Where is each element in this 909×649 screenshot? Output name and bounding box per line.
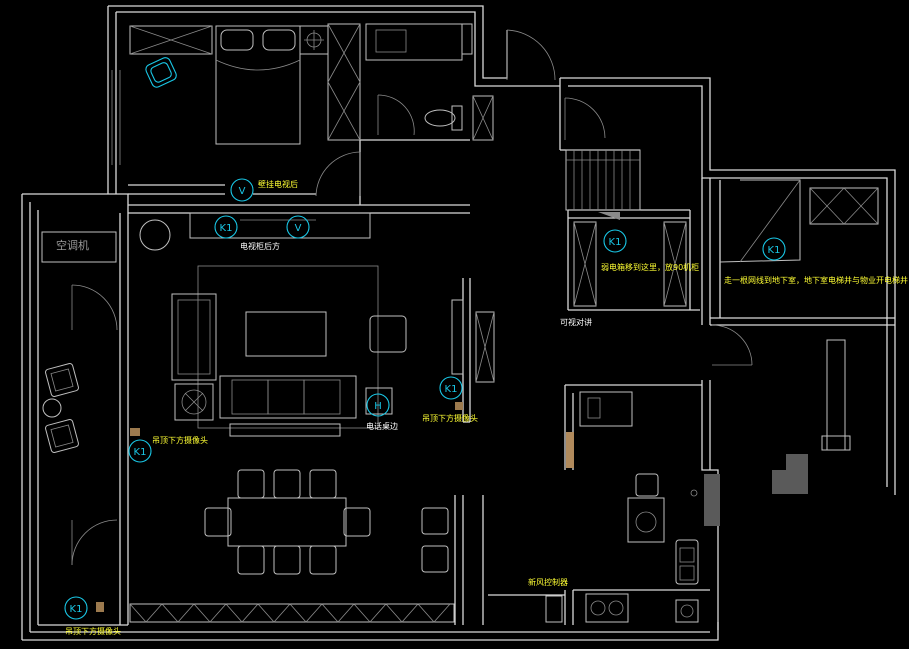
svg-text:K1: K1 xyxy=(445,384,458,395)
ceiling-camera-center-note: 吊顶下方摄像头 xyxy=(422,413,478,423)
svg-text:K1: K1 xyxy=(609,237,622,248)
v-symbol-bedroom: V xyxy=(230,178,254,202)
balcony xyxy=(41,231,117,612)
svg-text:K1: K1 xyxy=(768,245,781,256)
v-symbol-tv: V xyxy=(286,215,310,239)
k1-symbol-balcony: K1 xyxy=(64,596,88,620)
walls xyxy=(21,5,896,641)
intercom-note: 可视对讲 xyxy=(560,317,592,327)
bedroom-furniture xyxy=(111,23,494,165)
k1-symbol-tv: K1 xyxy=(214,215,238,239)
labels: 空调机 壁挂电视后 电视柜后方 电话桌边 吊顶下方摄像头 吊顶下方摄像头 吊顶下… xyxy=(56,179,908,636)
k1-symbol-left: K1 xyxy=(128,439,152,463)
tv-cabinet-back-note: 电视柜后方 xyxy=(240,241,280,251)
stair-cabinet xyxy=(565,149,687,307)
k1-symbol-stair: K1 xyxy=(603,229,627,253)
svg-text:H: H xyxy=(374,401,382,412)
doors xyxy=(71,29,753,566)
svg-text:V: V xyxy=(295,223,302,234)
svg-text:K1: K1 xyxy=(134,447,147,458)
network-note: 走一根网线到地下室，地下室电梯井与物业开电梯井 xyxy=(724,275,908,285)
k1-symbol-right-room: K1 xyxy=(762,237,786,261)
svg-text:K1: K1 xyxy=(220,223,233,234)
phone-side-note: 电话桌边 xyxy=(366,421,398,431)
dining-furniture xyxy=(129,469,455,623)
ac-unit-label: 空调机 xyxy=(56,238,89,252)
symbols: V K1 V K1 K1 K1 H K1 xyxy=(64,178,786,620)
right-room xyxy=(704,179,879,526)
wall-tv-back-note: 壁挂电视后 xyxy=(258,179,298,189)
fresh-air-controller-note: 新风控制器 xyxy=(528,577,568,587)
kitchen-furniture xyxy=(545,391,699,623)
svg-text:V: V xyxy=(239,186,246,197)
svg-text:K1: K1 xyxy=(70,604,83,615)
living-furniture xyxy=(139,212,495,437)
cabinet-stair-note: 弱电箱移到这里，放90机柜 xyxy=(601,262,699,272)
k1-symbol-center: K1 xyxy=(439,376,463,400)
ceiling-camera-left-note: 吊顶下方摄像头 xyxy=(152,435,208,445)
ceiling-camera-balcony-note: 吊顶下方摄像头 xyxy=(65,626,121,636)
h-symbol-phone: H xyxy=(366,393,390,417)
